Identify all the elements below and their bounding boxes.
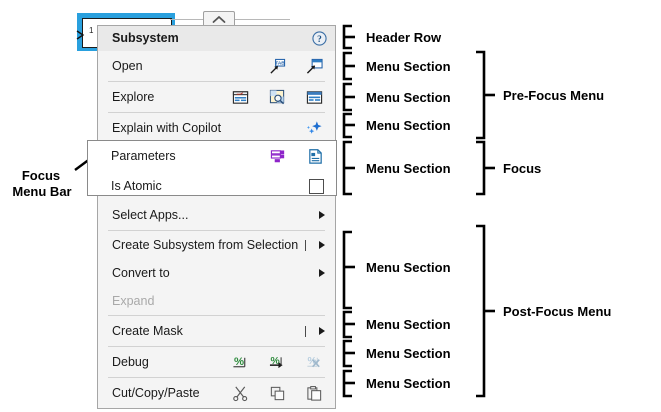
submenu-arrow-icon <box>313 267 325 279</box>
menu-item-icons: TAB <box>269 58 325 75</box>
menu-item-icons <box>306 120 325 137</box>
menu-item-label: Debug <box>112 355 149 369</box>
image-search-icon[interactable] <box>269 89 286 106</box>
annotation-menu-section-1: Menu Section <box>366 59 451 74</box>
menu-separator <box>108 346 325 347</box>
menu-item-label: Parameters <box>111 149 176 163</box>
submenu-arrow-icon <box>305 239 325 251</box>
menu-separator <box>108 112 325 113</box>
menu-title: Subsystem <box>112 31 179 45</box>
menu-item-is-atomic[interactable]: Is Atomic <box>97 171 336 201</box>
menu-item-label: Is Atomic <box>111 179 162 193</box>
svg-text:TAB: TAB <box>275 60 285 66</box>
copy-icon[interactable] <box>269 385 286 402</box>
annotation-menu-section-8: Menu Section <box>366 376 451 391</box>
menu-item-debug[interactable]: Debug % % <box>98 347 335 377</box>
annotation-focus-menu-bar-line1: Focus <box>21 168 61 183</box>
menu-separator <box>108 377 325 378</box>
block-parameters-table-icon[interactable] <box>306 89 323 106</box>
model-explorer-icon[interactable] <box>232 89 249 106</box>
menu-item-select-apps[interactable]: Select Apps... <box>98 200 335 230</box>
menu-item-parameters[interactable]: Parameters <box>97 141 336 171</box>
focus-menu-bar-box <box>87 140 337 196</box>
question-mark-help-icon[interactable]: ? <box>312 31 327 46</box>
annotation-menu-section-4: Menu Section <box>366 161 451 176</box>
menu-item-cut-copy-paste[interactable]: Cut/Copy/Paste <box>98 378 335 408</box>
annotation-menu-section-7: Menu Section <box>366 346 451 361</box>
menu-item-label: Open <box>112 59 143 73</box>
menu-item-create-mask[interactable]: Create Mask <box>98 316 335 346</box>
menu-item-label: Create Mask <box>112 324 183 338</box>
subsystem-context-menu[interactable]: Subsystem ? Open TAB <box>97 25 336 409</box>
annotation-post-focus-menu: Post-Focus Menu <box>503 304 612 319</box>
annotation-menu-section-3: Menu Section <box>366 118 451 133</box>
menu-item-icons <box>232 89 325 106</box>
set-breakpoint-percent-icon[interactable]: % <box>232 354 249 371</box>
annotation-pre-focus-menu: Pre-Focus Menu <box>503 88 605 103</box>
svg-text:?: ? <box>317 35 322 45</box>
parameter-list-icon[interactable] <box>270 148 287 165</box>
menu-item-create-subsystem-from-selection[interactable]: Create Subsystem from Selection <box>98 231 335 259</box>
menu-item-open[interactable]: Open TAB <box>98 51 335 81</box>
annotation-menu-section-2: Menu Section <box>366 90 451 105</box>
annotation-focus-menu-bar-line2: Menu Bar <box>12 184 72 199</box>
menu-item-icons <box>309 178 326 194</box>
paste-icon[interactable] <box>306 385 323 402</box>
menu-item-explore[interactable]: Explore <box>98 82 335 112</box>
menu-item-expand: Expand <box>98 287 335 315</box>
svg-text:%: % <box>308 356 317 367</box>
menu-separator <box>108 315 325 316</box>
open-in-new-tab-icon[interactable]: TAB <box>269 58 286 75</box>
menu-item-label: Explain with Copilot <box>112 121 222 135</box>
annotation-menu-section-6: Menu Section <box>366 317 451 332</box>
svg-text:%: % <box>271 355 280 366</box>
focus-menu-rows: Parameters <box>97 141 336 201</box>
ai-sparkle-icon[interactable] <box>306 120 323 137</box>
submenu-arrow-icon <box>313 209 325 221</box>
menu-item-icons <box>232 385 325 402</box>
menu-header-row: Subsystem ? <box>98 26 335 51</box>
scissors-cut-icon[interactable] <box>232 385 249 402</box>
annotation-header-row: Header Row <box>366 30 442 45</box>
open-in-new-window-icon[interactable] <box>306 58 323 75</box>
menu-item-label: Explore <box>112 90 155 104</box>
empty-checkbox-icon[interactable] <box>309 178 324 194</box>
menu-separator <box>108 81 325 82</box>
clear-breakpoints-icon: % <box>306 354 323 371</box>
menu-item-label: Create Subsystem from Selection <box>112 238 299 252</box>
menu-item-label: Convert to <box>112 266 170 280</box>
annotation-focus: Focus <box>503 161 542 176</box>
annotation-menu-section-5: Menu Section <box>366 260 451 275</box>
menu-item-label: Select Apps... <box>112 208 189 222</box>
menu-item-icons: % % % <box>232 354 325 371</box>
menu-item-convert-to[interactable]: Convert to <box>98 259 335 287</box>
block-properties-document-icon[interactable] <box>307 148 324 165</box>
subsystem-block-number: 1 <box>89 26 94 35</box>
input-port-arrow-icon <box>76 30 86 40</box>
menu-item-explain-with-copilot[interactable]: Explain with Copilot <box>98 113 335 143</box>
svg-text:%: % <box>234 355 244 367</box>
menu-separator <box>108 230 325 231</box>
menu-item-label: Cut/Copy/Paste <box>112 386 200 400</box>
step-percent-arrow-icon[interactable]: % <box>269 354 286 371</box>
submenu-arrow-icon <box>305 325 325 337</box>
menu-item-icons <box>270 148 326 165</box>
menu-item-label: Expand <box>112 294 155 308</box>
